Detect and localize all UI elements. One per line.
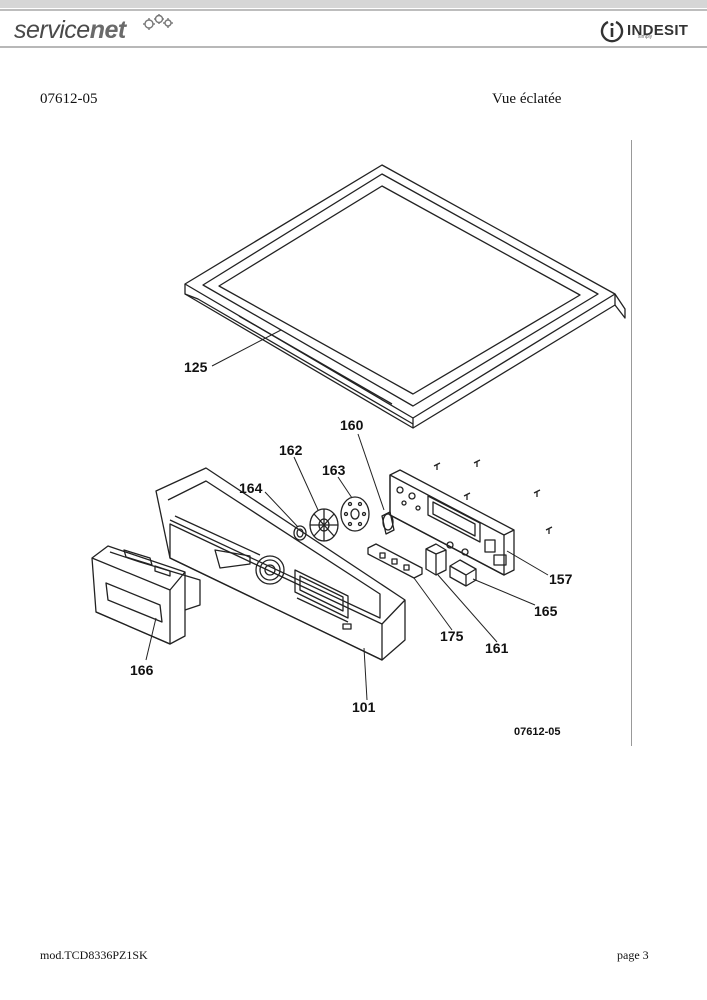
electronic-board-part [389, 469, 515, 576]
control-panel-part [155, 467, 406, 661]
indesit-logo: INDESIT simply [600, 19, 688, 43]
servicenet-logo: servicenet [14, 16, 126, 45]
screws-part [433, 459, 553, 534]
top-cover-part [184, 164, 626, 429]
detergent-drawer-part [91, 545, 201, 645]
document-title: Vue éclatée [492, 91, 562, 107]
switch-161-part [425, 543, 447, 576]
brand-part-service: service [14, 16, 90, 44]
logo-wordmark: INDESIT [627, 22, 689, 39]
callout-165: 165 [534, 603, 558, 619]
gears-icon [143, 14, 173, 30]
knob-162-part [309, 508, 339, 542]
callout-161: 161 [485, 640, 509, 656]
header-rule [0, 46, 707, 48]
callout-125: 125 [184, 359, 208, 375]
callout-160: 160 [340, 417, 364, 433]
drawing-code: 07612-05 [514, 726, 561, 738]
callout-166: 166 [130, 662, 154, 678]
page-number: page 3 [617, 948, 649, 962]
callout-101: 101 [352, 699, 376, 715]
knob-160-part [381, 511, 395, 535]
header-top-bar [0, 0, 707, 8]
callout-157: 157 [549, 571, 573, 587]
model-reference: mod.TCD8336PZ1SK [40, 948, 148, 962]
logo-tagline: simply [638, 34, 653, 40]
button-strip-part [367, 543, 423, 579]
indesit-emblem-icon [600, 20, 624, 43]
callout-163: 163 [322, 462, 346, 478]
switch-165-part [449, 559, 477, 587]
callout-164: 164 [239, 480, 263, 496]
callout-175: 175 [440, 628, 464, 644]
header-top-bar-shadow [0, 9, 707, 11]
brand-part-net: net [89, 16, 127, 44]
document-code: 07612-05 [40, 91, 98, 107]
right-margin-rule [631, 140, 632, 746]
encoder-163-part [340, 496, 370, 532]
callout-162: 162 [279, 442, 303, 458]
knob-164-part [293, 525, 307, 541]
